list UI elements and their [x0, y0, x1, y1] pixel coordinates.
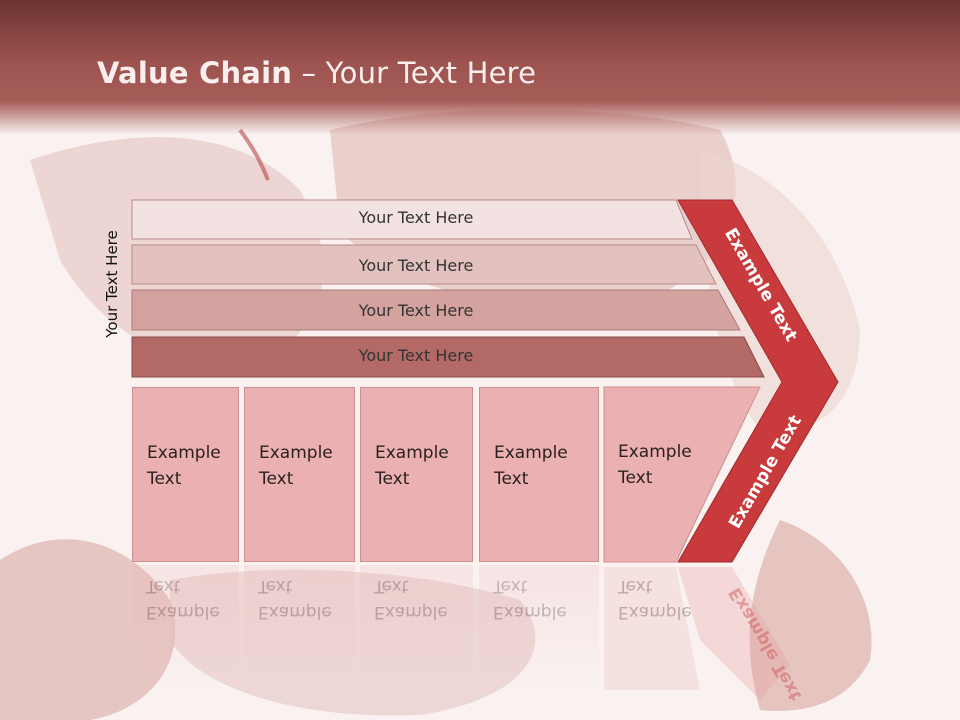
row-label-2: Your Text Here	[358, 256, 474, 275]
header-band	[0, 0, 960, 135]
column-text-5-line2: Text	[618, 468, 653, 488]
reflection-text-2-line1: Example	[258, 602, 332, 622]
row-bar-4	[131, 336, 765, 378]
column-box-3: Example Text	[360, 387, 473, 562]
row-bar-3	[131, 289, 741, 331]
reflection-text-1-line1: Example	[146, 602, 220, 622]
slide-title: Value Chain – Your Text Here	[97, 56, 536, 90]
reflection-text-2-line2: Text	[258, 576, 293, 596]
column-box-5-reflection	[604, 567, 700, 690]
chevron-reflection	[678, 567, 790, 700]
column-text-3-line2: Text	[375, 469, 410, 489]
row-label-1: Your Text Here	[358, 208, 474, 227]
reflection-text-5-line1: Example	[618, 602, 692, 622]
chevron-shape	[677, 199, 839, 563]
reflection-text-3-line2: Text	[374, 576, 409, 596]
column-box-1: Example Text	[132, 387, 239, 562]
column-box-5-text: Example Text	[604, 387, 692, 562]
column-box-2: Example Text	[244, 387, 355, 562]
column-reflection-2: Example Text	[244, 565, 355, 695]
column-reflection-4: Example Text	[479, 565, 599, 695]
reflection-text-1-line2: Text	[146, 576, 181, 596]
title-bold: Value Chain	[97, 56, 293, 90]
column-text-2-line2: Text	[259, 469, 294, 489]
column-text-1-line2: Text	[147, 469, 182, 489]
reflection-text-5-line2: Text	[618, 576, 653, 596]
column-text-5-line1: Example	[618, 442, 692, 462]
reflection-text-4-line1: Example	[493, 602, 567, 622]
title-rest: – Your Text Here	[292, 56, 537, 90]
column-text-1-line1: Example	[147, 443, 221, 463]
reflection-text-3-line1: Example	[374, 602, 448, 622]
row-bar-2	[131, 244, 717, 285]
row-bar-1	[131, 199, 693, 240]
column-box-4: Example Text	[479, 387, 599, 562]
column-reflection-1: Example Text	[132, 565, 239, 695]
column-text-4-line2: Text	[494, 469, 529, 489]
column-box-5-shape	[603, 386, 761, 563]
column-text-2-line1: Example	[259, 443, 333, 463]
column-reflection-3: Example Text	[360, 565, 473, 695]
reflection-text-4-line2: Text	[493, 576, 528, 596]
row-label-4: Your Text Here	[358, 346, 474, 365]
column-text-3-line1: Example	[375, 443, 449, 463]
column-reflection-5: Example Text	[604, 565, 692, 695]
column-text-4-line1: Example	[494, 443, 568, 463]
row-label-3: Your Text Here	[358, 301, 474, 320]
